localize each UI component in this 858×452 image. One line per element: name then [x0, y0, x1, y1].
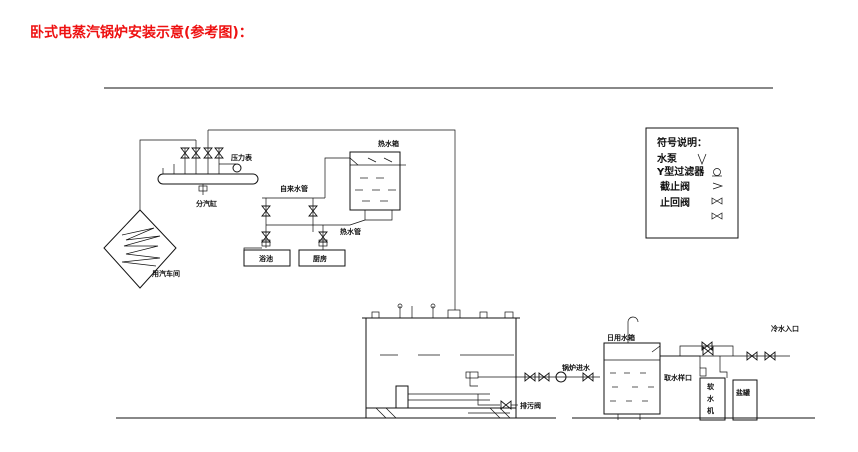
- header-to-user-line: [139, 139, 196, 210]
- cold-water-inlet-label: 冷水入口: [771, 324, 799, 333]
- drain-line: [477, 394, 500, 406]
- steam-user-heat-exchanger: [103, 209, 177, 289]
- softener-piping: [660, 341, 790, 378]
- check-valve-icon: [711, 197, 723, 205]
- y-filter-icon: [697, 153, 707, 165]
- pressure-gauge: [219, 163, 242, 173]
- kitchen-box: [298, 249, 346, 267]
- tank-coil-in: [324, 157, 359, 198]
- boiler-feed-line: [469, 371, 600, 387]
- legend: 符号说明： 水泵 Y型过滤器 截止阀 止回阀: [645, 127, 739, 239]
- page-title: 卧式电蒸汽锅炉安装示意(参考图)：: [30, 25, 253, 41]
- tap-water-pipe-label: 自来水管: [280, 184, 308, 193]
- softener-label-2: 水: [707, 394, 715, 403]
- hot-water-tank-label: 热水箱: [378, 139, 399, 148]
- header-valves: [180, 130, 224, 164]
- kitchen-label: 厨房: [313, 254, 327, 263]
- sampling-port-label: 取水样口: [664, 373, 692, 382]
- pump-icon: [712, 168, 722, 177]
- steam-user-label: 用汽车间: [152, 269, 180, 278]
- salt-tank-label: 盐罐: [736, 388, 750, 397]
- daily-water-tank: [603, 316, 661, 420]
- steam-main-line: [208, 129, 456, 310]
- softener-box: [699, 377, 726, 421]
- globe-valve-icon: [712, 182, 724, 190]
- softener-label-3: 机: [707, 406, 714, 415]
- steam-header: [157, 164, 259, 195]
- steam-header-label: 分汽缸: [196, 199, 217, 208]
- daily-water-tank-label: 日用水箱: [607, 333, 635, 342]
- softener-label-1: 软: [707, 382, 715, 391]
- legend-y-filter: Y型过滤器: [656, 165, 705, 178]
- boiler-feed-label: 锅炉进水: [561, 363, 591, 372]
- legend-title: 符号说明：: [657, 136, 707, 149]
- water-piping: [243, 197, 366, 250]
- bath-box: [243, 249, 291, 267]
- pressure-gauge-label: 压力表: [231, 153, 253, 162]
- gate-valve-icon: [711, 212, 723, 220]
- legend-check-valve: 止回阀: [660, 196, 690, 209]
- hot-water-pipe-label: 热水管: [340, 227, 361, 236]
- bath-label: 浴池: [259, 254, 273, 263]
- legend-globe-valve: 截止阀: [660, 180, 690, 193]
- legend-pump: 水泵: [656, 152, 678, 165]
- salt-tank-box: [732, 379, 758, 421]
- hot-water-tank: [349, 151, 401, 211]
- tank-outlet: [364, 210, 393, 221]
- drain-valve-label: 排污阀: [520, 401, 541, 410]
- boiler: [362, 303, 520, 419]
